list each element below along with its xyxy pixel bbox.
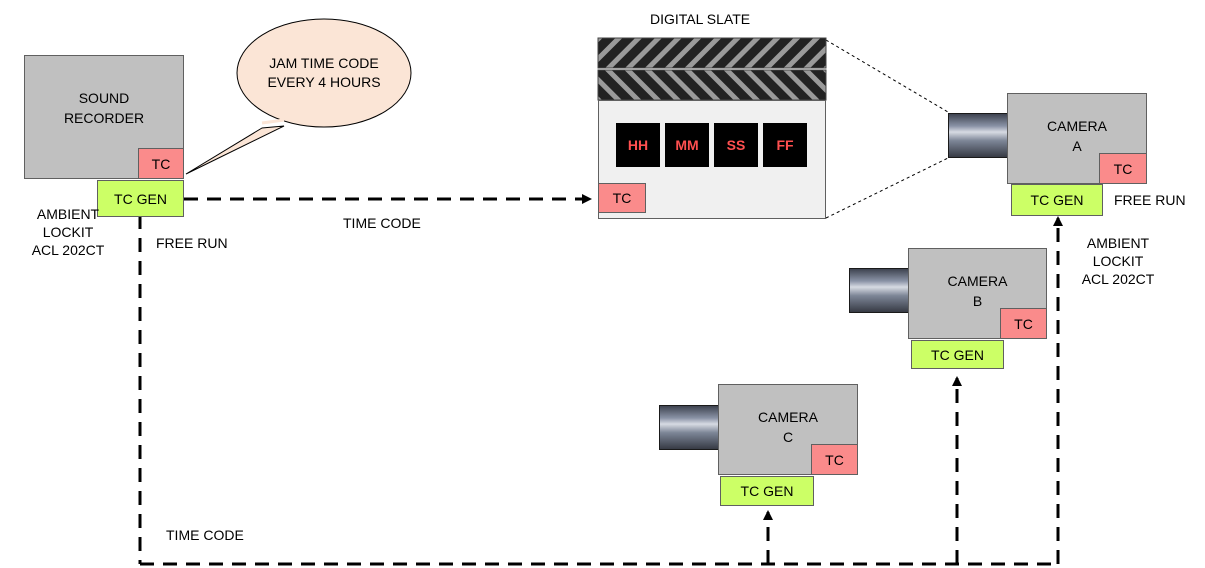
sound-recorder-device-label: AMBIENT LOCKIT ACL 202CT (31, 206, 105, 258)
time-code-label-top: TIME CODE (343, 215, 421, 231)
callout-text: JAM TIME CODE EVERY 4 HOURS (267, 55, 381, 90)
camera-a-tc-gen: TC GEN (1011, 184, 1103, 216)
slate-zoom-line-top (825, 39, 949, 113)
sound-recorder-tc-gen: TC GEN (97, 180, 184, 217)
camera-a-lens (948, 113, 1008, 158)
camera-c-tc-gen: TC GEN (720, 476, 814, 506)
camera-b-lens (849, 268, 909, 313)
time-code-label-bottom: TIME CODE (166, 527, 244, 543)
slate-zoom-line-bottom (825, 157, 949, 219)
camera-a-tc: TC (1099, 153, 1147, 184)
camera-a-label: CAMERA A (1047, 117, 1107, 154)
camera-c-tc: TC (811, 444, 858, 475)
sound-recorder-tc: TC (138, 148, 184, 179)
slate-digit-ff: FF (763, 123, 807, 167)
slate-tc: TC (598, 183, 646, 213)
sound-recorder-mode-label: FREE RUN (156, 235, 228, 251)
sound-recorder-label: SOUND RECORDER (63, 90, 145, 126)
camera-a-device-label: AMBIENT LOCKIT ACL 202CT (1081, 235, 1155, 287)
camera-b-tc-gen: TC GEN (911, 340, 1004, 369)
slate-digit-mm: MM (665, 123, 709, 167)
slate-digit-ss: SS (714, 123, 758, 167)
callout-ellipse (236, 18, 412, 128)
camera-b-tc: TC (1000, 308, 1047, 339)
camera-b-label: CAMERA B (947, 272, 1008, 309)
slate-clapper-bottom (597, 69, 827, 101)
slate-clapper-top (597, 37, 827, 69)
camera-c-label: CAMERA C (758, 408, 818, 445)
slate-title: DIGITAL SLATE (650, 11, 751, 27)
camera-c-lens (659, 405, 719, 450)
callout-bubble (185, 125, 285, 175)
camera-a-mode-label: FREE RUN (1114, 192, 1186, 208)
slate-digit-hh: HH (616, 123, 660, 167)
